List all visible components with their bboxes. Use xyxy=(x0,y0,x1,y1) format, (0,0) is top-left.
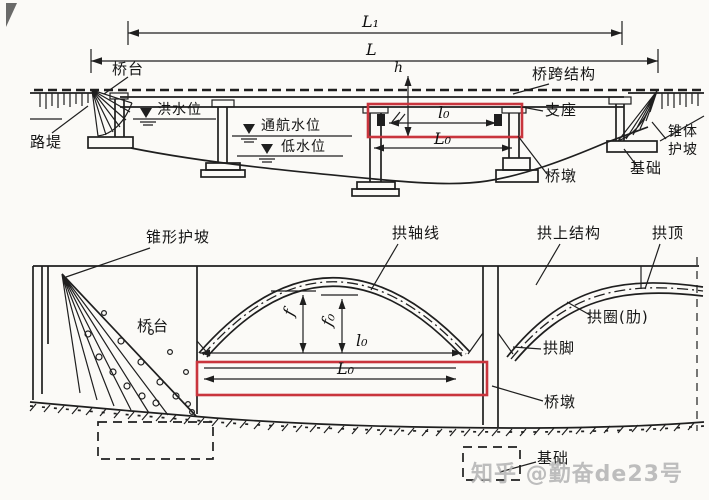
right-arch-ring xyxy=(506,266,704,362)
cone-slope-fan xyxy=(61,273,197,417)
leader-pier-top xyxy=(517,135,548,175)
slope-stones xyxy=(84,310,196,416)
label-foundation-top: 基础 xyxy=(630,159,663,177)
bearing-left xyxy=(377,114,385,126)
leader-cone-top xyxy=(651,121,667,140)
label-cone-slope-top: 锥体护坡 xyxy=(668,124,698,158)
arch-bridge-linework xyxy=(29,243,705,481)
label-abutment-top: 桥台 xyxy=(112,60,145,78)
label-bearing: 支座 xyxy=(545,101,578,119)
pier-3 xyxy=(495,106,539,183)
label-embankment: 路堤 xyxy=(30,133,63,151)
right-abutment xyxy=(606,90,658,153)
dim-label-l0-top: l₀ xyxy=(438,103,450,122)
low-level-symbol xyxy=(237,144,343,163)
label-span-structure: 桥跨结构 xyxy=(532,65,597,83)
label-navigation-level: 通航水位 xyxy=(261,118,321,134)
label-low-level: 低水位 xyxy=(281,139,326,155)
leader-arch-axis xyxy=(370,243,399,291)
dim-line-f0 xyxy=(321,294,358,353)
dim-label-L1: L₁ xyxy=(362,12,380,31)
left-embankment xyxy=(30,92,96,134)
leader-spandrel xyxy=(535,243,561,286)
dim-line-L0-top xyxy=(374,144,512,152)
leader-cone-bottom xyxy=(65,247,151,278)
left-abutment xyxy=(87,89,134,149)
right-embankment xyxy=(628,92,705,142)
highlight-box-L0 xyxy=(195,360,489,397)
flood-level-symbol xyxy=(133,108,216,126)
label-flood-level: 洪水位 xyxy=(157,102,202,118)
dim-line-L1 xyxy=(127,21,623,45)
dim-line-l0-bottom xyxy=(200,349,462,357)
label-foundation-bottom: 基础 xyxy=(537,449,570,467)
dim-line-l0-top xyxy=(389,119,496,127)
river-bed xyxy=(130,126,649,185)
leader-arch-ring xyxy=(566,301,591,316)
left-arch-ring xyxy=(198,277,471,358)
pier-2 xyxy=(351,106,400,197)
beam-bridge-linework xyxy=(30,21,705,197)
scan-artifact xyxy=(6,3,17,27)
leader-crown xyxy=(644,243,661,290)
dim-label-L0-top: L₀ xyxy=(434,129,452,148)
label-arch-ring: 拱圈(肋) xyxy=(587,308,649,326)
dim-label-L0-bottom: L₀ xyxy=(337,359,355,378)
dim-label-h: h xyxy=(394,60,404,76)
arch-pier xyxy=(467,266,514,427)
leader-foundation-bottom xyxy=(499,461,537,473)
label-arch-axis: 拱轴线 xyxy=(392,224,441,242)
leader-springing xyxy=(512,346,542,350)
leader-bearing xyxy=(521,106,544,112)
label-abutment-bottom: 桥台 xyxy=(137,317,170,335)
label-arch-crown: 拱顶 xyxy=(652,224,685,242)
label-pier-bottom: 桥墩 xyxy=(544,393,577,411)
dim-line-f xyxy=(271,290,316,353)
label-arch-springing: 拱脚 xyxy=(543,339,576,357)
navigation-level-symbol xyxy=(232,124,352,143)
dim-line-L xyxy=(90,49,659,73)
leader-pier-bottom xyxy=(491,385,544,402)
watermark: 知乎 @勤奋de23号 xyxy=(471,462,683,487)
dim-line-L0-bottom xyxy=(204,367,456,383)
label-cone-slope-bottom: 锥形护坡 xyxy=(146,228,211,246)
leader-abutment-top xyxy=(103,76,129,95)
leader-foundation-top xyxy=(623,148,638,167)
label-pier-top: 桥墩 xyxy=(545,167,578,185)
dim-label-L: L xyxy=(366,40,377,59)
highlight-box-span xyxy=(366,102,524,139)
dim-label-l0-bottom: l₀ xyxy=(356,331,368,350)
foundation-outline-abutment xyxy=(97,421,214,460)
bearing-right xyxy=(494,114,502,126)
label-spandrel-structure: 拱上结构 xyxy=(537,224,602,242)
ground-line xyxy=(29,401,705,437)
dim-line-h xyxy=(391,76,412,137)
leader-span-structure xyxy=(512,83,550,95)
